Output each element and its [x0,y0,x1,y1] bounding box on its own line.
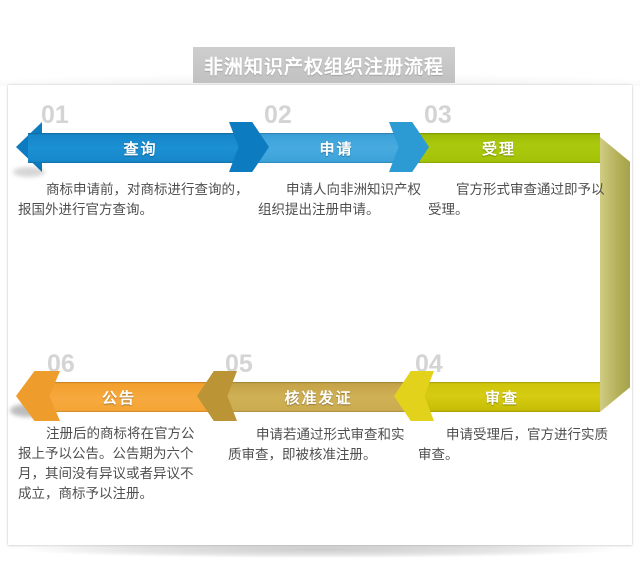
description-line: 申请受理后，官方进行实质 [446,427,608,442]
description-line: 官方形式审查通过即予以 [456,182,605,197]
description-line: 质审查，即被核准注册。 [228,447,377,462]
step-description-05: 申请若通过形式审查和实 质审查，即被核准注册。 [228,425,405,465]
step-bar-label: 审查 [484,389,519,407]
description-line: 注册后的商标将在官方公 [46,426,195,441]
step-description-02: 申请人向非洲知识产权 组织提出注册申请。 [258,180,421,220]
description-line: 报上予以公告。公告期为六个 [18,446,194,461]
description-line: 月，其间没有异议或者异议不 [18,466,194,481]
description-line: 成立，商标予以注册。 [18,486,153,501]
step-bar-publish: 公告 [40,382,212,412]
step-description-03: 官方形式审查通过即予以 受理。 [428,180,605,220]
step-bar-label: 申请 [319,140,354,158]
step-description-01: 商标申请前，对商标进行查询的， 报国外进行官方查询。 [18,180,249,220]
step-bar-label: 公告 [101,389,136,407]
step-bar-apply: 申请 [253,133,420,163]
flow-connector [600,137,630,412]
page-title: 非洲知识产权组织注册流程 [193,47,455,83]
description-line: 申请人向非洲知识产权 [286,182,421,197]
description-line: 审查。 [418,447,459,462]
step-bar-query: 查询 [28,133,253,163]
description-line: 受理。 [428,202,469,217]
step-bar-label: 核准发证 [284,389,353,407]
step-number-03: 03 [424,101,452,129]
description-line: 商标申请前，对商标进行查询的， [46,182,249,197]
description-line: 报国外进行官方查询。 [18,202,153,217]
step-bar-label: 查询 [123,140,158,158]
step-description-04: 申请受理后，官方进行实质 审查。 [418,425,608,465]
step-bar-examine: 审查 [420,382,600,412]
step-description-06: 注册后的商标将在官方公 报上予以公告。公告期为六个 月，其间没有异议或者异议不 … [18,424,195,504]
step-bar-certify: 核准发证 [222,382,415,412]
arrow-tip-shadow [13,167,45,177]
description-line: 申请若通过形式审查和实 [256,427,405,442]
step-number-01: 01 [41,101,69,129]
step-bar-label: 受理 [481,140,516,158]
step-bar-accept: 受理 [420,133,600,163]
description-line: 组织提出注册申请。 [258,202,380,217]
step-number-02: 02 [264,101,292,129]
card-ground-shadow [24,541,616,558]
